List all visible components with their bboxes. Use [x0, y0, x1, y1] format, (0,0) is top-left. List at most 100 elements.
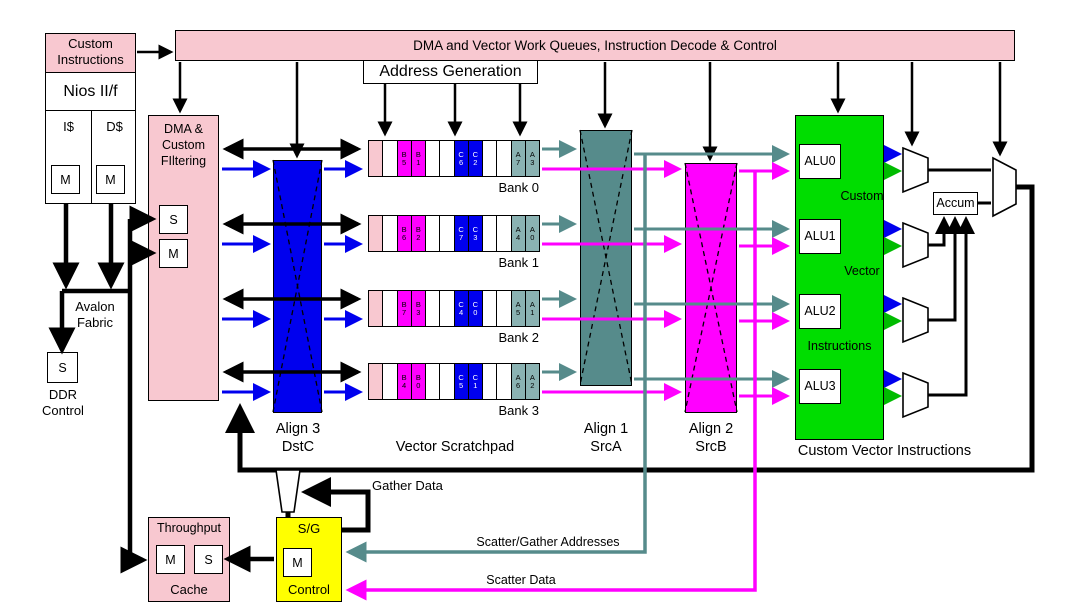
align3-name: Align 3: [275, 421, 321, 437]
nios-core-box: Nios II/f: [45, 72, 136, 111]
sg-line1: S/G: [297, 521, 321, 536]
sg-master-port: M: [283, 548, 312, 577]
custom-instructions-box: Custom Instructions: [45, 33, 136, 73]
scratchpad-cell: [483, 216, 498, 251]
custom-instructions-line2: Instructions: [57, 52, 124, 67]
cache-slave-port: S: [194, 545, 223, 574]
cache-master-port: M: [156, 545, 185, 574]
scratchpad-cell: [440, 141, 455, 176]
cvi-label: Custom Vector Instructions: [797, 443, 972, 459]
scratchpad-cell: [497, 364, 512, 399]
cache-line1: Throughput: [157, 521, 221, 535]
scratchpad-cell: [426, 141, 441, 176]
custom-instructions-line1: Custom: [68, 36, 113, 51]
sg-control-box: S/G Control M: [276, 517, 342, 602]
align2-name: Align 2: [688, 421, 734, 437]
dma-filtering-box: DMA & Custom FIltering S M: [148, 115, 219, 401]
align1-network: [580, 130, 632, 386]
alu2-box: ALU2: [799, 294, 841, 329]
address-generation-label: Address Generation: [379, 63, 522, 80]
cvi-caption1: Custom: [840, 189, 884, 203]
align3-network: [273, 160, 322, 413]
ddr-slave-port: S: [47, 352, 78, 383]
scratchpad-cell: [497, 216, 512, 251]
throughput-cache-box: Throughput Cache M S: [148, 517, 230, 602]
dma-slave-port: S: [159, 205, 188, 234]
alu2-label: ALU2: [804, 304, 836, 318]
avalon-line1: Avalon: [75, 299, 115, 314]
cache-line2: Cache: [170, 582, 208, 597]
align2-label: Align 2 SrcB: [671, 420, 751, 456]
cache-split-box: I$ D$ M M: [45, 110, 136, 204]
dma-master-port: M: [159, 239, 188, 268]
avalon-line2: Fabric: [76, 315, 114, 330]
scratchpad-cell: [383, 291, 398, 326]
scratchpad-cell: [426, 364, 441, 399]
scratchpad-cell: [440, 216, 455, 251]
alu3-output-mux: [902, 371, 929, 419]
scratchpad-cell: [497, 291, 512, 326]
scratchpad-cell: [426, 216, 441, 251]
alu2-output-mux: [902, 296, 929, 344]
scratchpad-cell: [383, 364, 398, 399]
address-generation-box: Address Generation: [363, 60, 538, 84]
scratchpad-cell: [483, 364, 498, 399]
scratchpad-label: Vector Scratchpad: [395, 439, 515, 455]
gather-mux: [275, 469, 301, 513]
icache-master-port: M: [51, 165, 80, 194]
align3-label: Align 3 DstC: [258, 420, 338, 456]
dcache-master-port: M: [96, 165, 125, 194]
dma-line1: DMA &: [164, 122, 203, 136]
align2-network: [685, 163, 737, 413]
scratchpad-cell: [383, 216, 398, 251]
scratchpad-cell: [483, 291, 498, 326]
alu1-box: ALU1: [799, 219, 841, 254]
icache-label: I$: [63, 119, 74, 134]
gather-data-label: Gather Data: [372, 478, 443, 493]
scratchpad-cell: [440, 364, 455, 399]
accum-box: Accum: [933, 192, 978, 215]
scratchpad-cell: [426, 291, 441, 326]
ddr-control-label: DDR Control: [28, 387, 98, 419]
ddr-line2: Control: [42, 403, 84, 418]
vector-lanes-box: ALU0 ALU1 ALU2 ALU3 Custom Vector Instru…: [795, 115, 884, 440]
alu0-box: ALU0: [799, 144, 841, 179]
bank3-label: Bank 3: [498, 403, 539, 418]
sg-addresses-label: Scatter/Gather Addresses: [476, 535, 620, 549]
scratchpad-cell: [369, 141, 384, 176]
cvi-caption3: Instructions: [807, 339, 872, 353]
align1-operand: SrcA: [590, 439, 622, 455]
avalon-fabric-label: Avalon Fabric: [60, 299, 130, 331]
alu1-output-mux: [902, 221, 929, 269]
alu3-box: ALU3: [799, 369, 841, 404]
scatter-data-label: Scatter Data: [486, 573, 556, 587]
align2-operand: SrcB: [695, 439, 727, 455]
align1-name: Align 1: [583, 421, 629, 437]
